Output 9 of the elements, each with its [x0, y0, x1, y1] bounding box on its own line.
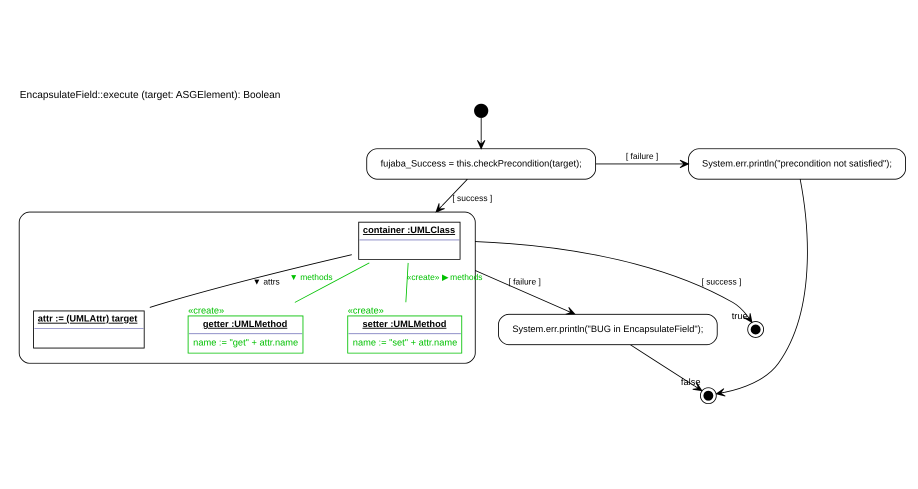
edge-label: ▼ methods	[290, 271, 333, 282]
node-label: «create»	[348, 304, 384, 315]
node-label: true	[732, 310, 748, 320]
edge-label: [ failure ]	[626, 150, 658, 160]
edge-label: [ success ]	[702, 276, 742, 286]
edge-label: [ success ]	[452, 192, 492, 203]
diagram-title: EncapsulateField::execute (target: ASGElement): Boolean	[20, 89, 280, 100]
edge-label: ▼ attrs	[252, 276, 280, 286]
node-label: «create»	[188, 304, 224, 315]
